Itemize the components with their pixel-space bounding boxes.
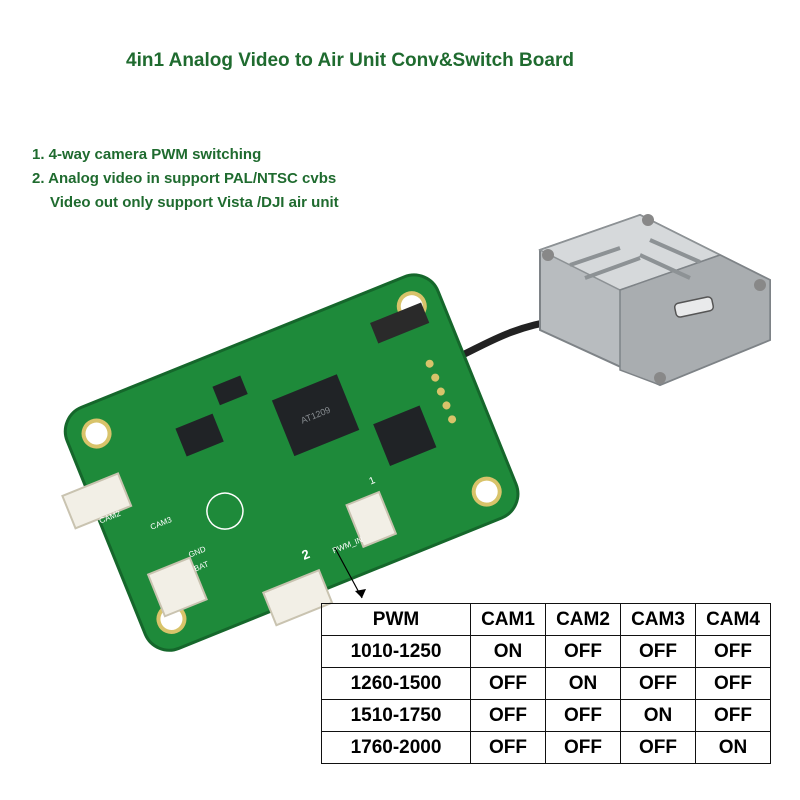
header-pwm: PWM — [321, 603, 471, 636]
table-cell: OFF — [620, 635, 696, 668]
table-cell: ON — [545, 667, 621, 700]
main-chip — [271, 374, 360, 457]
table-cell: 1260-1500 — [321, 667, 471, 700]
pcb-board: AT1209 CAM3 GND BAT PWM_IN 2 1 CAM2 — [61, 273, 520, 652]
mount-hole-icon — [471, 476, 502, 507]
table-cell: OFF — [470, 699, 546, 732]
secondary-chip — [373, 405, 437, 466]
table-header-row: PWM CAM1 CAM2 CAM3 CAM4 — [321, 603, 771, 636]
table-row: 1010-1250 ON OFF OFF OFF — [321, 635, 771, 668]
header-cam3: CAM3 — [620, 603, 696, 636]
table-cell: OFF — [695, 635, 771, 668]
title-text: 4in1 Analog Video to Air Unit Conv&Switc… — [126, 50, 574, 71]
table-cell: 1510-1750 — [321, 699, 471, 732]
logo-icon — [206, 492, 244, 530]
table-cell: OFF — [620, 667, 696, 700]
table-row: 1260-1500 OFF ON OFF OFF — [321, 667, 771, 700]
table-cell: 1010-1250 — [321, 635, 471, 668]
table-cell: OFF — [470, 731, 546, 764]
table-cell: 1760-2000 — [321, 731, 471, 764]
table-row: 1510-1750 OFF OFF ON OFF — [321, 699, 771, 732]
feature-item-1: 1. 4-way camera PWM switching — [32, 146, 262, 163]
small-ic — [212, 375, 248, 406]
fpc-connector — [370, 302, 430, 344]
pwm-switch-table: PWM CAM1 CAM2 CAM3 CAM4 1010-1250 ON OFF… — [321, 603, 771, 764]
silk-1: 1 — [368, 475, 378, 487]
mount-hole-icon — [81, 418, 112, 449]
usb-port-icon — [673, 296, 715, 318]
jst-connector-cam — [61, 472, 133, 530]
table-cell: OFF — [545, 699, 621, 732]
table-row: 1760-2000 OFF OFF OFF ON — [321, 731, 771, 764]
feature-item-2: 2. Analog video in support PAL/NTSC cvbs — [32, 170, 337, 187]
air-unit — [538, 213, 771, 387]
jst-connector-cam2 — [261, 568, 334, 627]
jst-connector-power — [146, 556, 208, 618]
header-cam4: CAM4 — [695, 603, 771, 636]
table-cell: OFF — [470, 667, 546, 700]
feature-list: 1. 4-way camera PWM switching 2. Analog … — [32, 143, 339, 215]
jst-connector-pwm — [345, 490, 398, 549]
table-cell: ON — [620, 699, 696, 732]
table-cell: ON — [470, 635, 546, 668]
header-cam2: CAM2 — [545, 603, 621, 636]
small-ic — [175, 413, 224, 457]
table-cell: ON — [695, 731, 771, 764]
table-cell: OFF — [695, 667, 771, 700]
feature-item-3: Video out only support Vista /DJI air un… — [50, 194, 339, 211]
table-cell: OFF — [695, 699, 771, 732]
arrow-head-icon — [355, 589, 366, 598]
table-cell: OFF — [545, 635, 621, 668]
pointer-arrow — [334, 547, 363, 599]
page-title: 4in1 Analog Video to Air Unit Conv&Switc… — [0, 50, 800, 72]
table-cell: OFF — [620, 731, 696, 764]
header-cam1: CAM1 — [470, 603, 546, 636]
table-cell: OFF — [545, 731, 621, 764]
